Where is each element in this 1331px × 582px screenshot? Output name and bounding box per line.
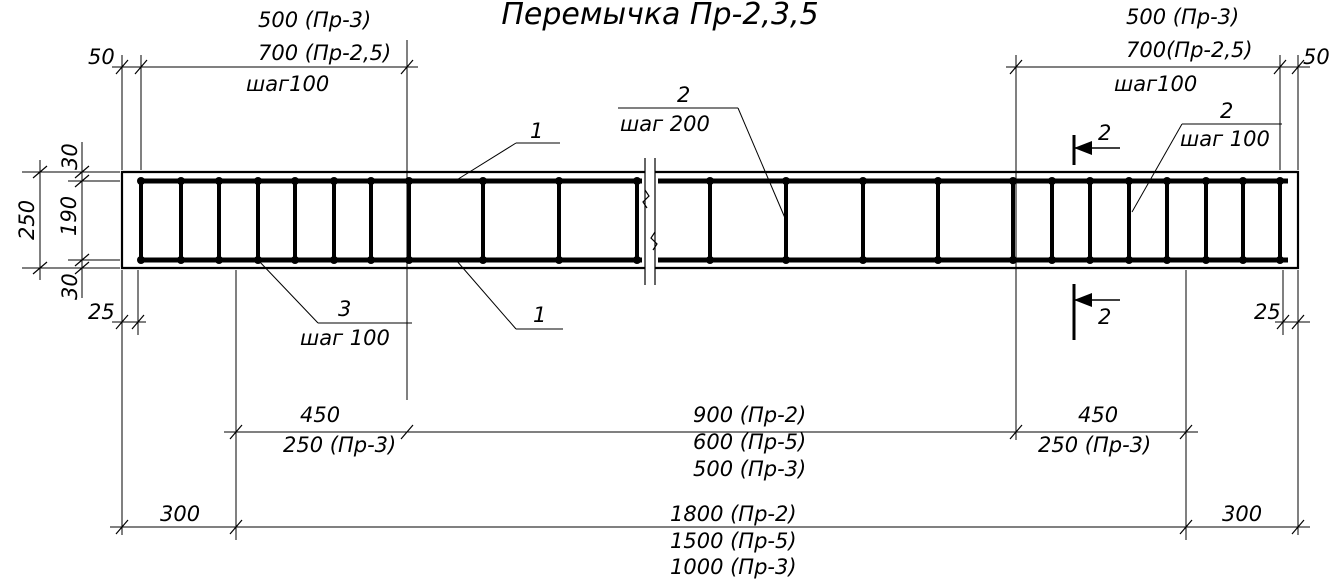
mid-right-a: 450 xyxy=(1078,403,1118,427)
stirrup-end-dot xyxy=(782,177,790,185)
left-dim-25: 25 xyxy=(88,300,115,324)
top-right-line2: 700(Пр-2,5) xyxy=(1126,38,1253,62)
bottom-center-c: 1000 (Пр-3) xyxy=(670,555,797,579)
side-25-dimensions: 25 25 xyxy=(88,270,1310,535)
stirrup-end-dot xyxy=(1086,256,1094,264)
beam-outline xyxy=(120,158,1300,285)
stirrup-end-dot xyxy=(555,256,563,264)
stirrup-end-dot xyxy=(633,177,641,185)
middle-dimension-line: 450 250 (Пр-3) 900 (Пр-2) 600 (Пр-5) 500… xyxy=(224,270,1198,540)
stirrup-end-dot xyxy=(1125,256,1133,264)
longitudinal-bars xyxy=(138,178,1288,263)
callout-2-middle-step: шаг 200 xyxy=(620,112,710,136)
stirrup-end-dot xyxy=(1202,256,1210,264)
stirrup-end-dot xyxy=(1009,256,1017,264)
stirrup-end-dot xyxy=(934,256,942,264)
stirrup-end-dot xyxy=(706,177,714,185)
stirrup-end-dot xyxy=(291,177,299,185)
top-right-line1: 500 (Пр-3) xyxy=(1126,5,1239,29)
mid-left-b: 250 (Пр-3) xyxy=(283,433,396,457)
stirrup-end-dot xyxy=(1086,177,1094,185)
callout-3-step: шаг 100 xyxy=(300,326,390,350)
stirrup-end-dot xyxy=(137,177,145,185)
callout-2-middle: 2 шаг 200 xyxy=(618,83,786,219)
stirrup-end-dot xyxy=(1239,177,1247,185)
left-vertical-dimensions: 30 250 190 30 xyxy=(15,142,120,300)
stirrup-end-dot xyxy=(1163,177,1171,185)
stirrup-end-dot xyxy=(1239,256,1247,264)
section-label-bottom: 2 xyxy=(1098,305,1111,329)
stirrups xyxy=(137,177,1284,264)
left-dim-30-top: 30 xyxy=(58,143,82,170)
stirrup-end-dot xyxy=(367,256,375,264)
stirrup-end-dot xyxy=(1125,177,1133,185)
bottom-left-300: 300 xyxy=(160,502,200,526)
top-right-dimension: 50 500 (Пр-3) 700(Пр-2,5) шаг100 xyxy=(1006,5,1330,440)
stirrup-end-dot xyxy=(1276,177,1284,185)
section-label-top: 2 xyxy=(1098,121,1111,145)
section-mark: 2 2 xyxy=(1072,121,1120,340)
callout-2-middle-num: 2 xyxy=(677,83,690,107)
stirrup-end-dot xyxy=(405,256,413,264)
mid-right-b: 250 (Пр-3) xyxy=(1038,433,1151,457)
stirrup-end-dot xyxy=(177,177,185,185)
mid-center-a: 900 (Пр-2) xyxy=(693,403,806,427)
right-dim-25: 25 xyxy=(1254,300,1281,324)
stirrup-end-dot xyxy=(330,177,338,185)
stirrup-end-dot xyxy=(215,177,223,185)
left-dim-30-bottom: 30 xyxy=(58,273,82,300)
left-dim-190: 190 xyxy=(57,196,81,236)
stirrup-end-dot xyxy=(254,177,262,185)
stirrup-end-dot xyxy=(330,256,338,264)
stirrup-end-dot xyxy=(1163,256,1171,264)
stirrup-end-dot xyxy=(1276,256,1284,264)
mid-center-c: 500 (Пр-3) xyxy=(693,457,806,481)
stirrup-end-dot xyxy=(177,256,185,264)
top-left-line1: 500 (Пр-3) xyxy=(258,8,371,32)
stirrup-end-dot xyxy=(934,177,942,185)
stirrup-end-dot xyxy=(859,177,867,185)
stirrup-end-dot xyxy=(405,177,413,185)
bottom-right-300: 300 xyxy=(1222,502,1262,526)
mid-center-b: 600 (Пр-5) xyxy=(693,430,806,454)
stirrup-end-dot xyxy=(555,177,563,185)
callout-3: 3 шаг 100 xyxy=(257,259,412,350)
callout-2-right-num: 2 xyxy=(1220,99,1233,123)
callout-1-top-label: 1 xyxy=(530,119,543,143)
bottom-center-a: 1800 (Пр-2) xyxy=(670,502,797,526)
top-left-dimension: 50 500 (Пр-3) 700 (Пр-2,5) шаг100 xyxy=(88,8,418,400)
top-left-line3: шаг100 xyxy=(246,72,329,96)
callout-2-right: 2 шаг 100 xyxy=(1131,99,1282,213)
stirrup-end-dot xyxy=(782,256,790,264)
top-right-50: 50 xyxy=(1303,45,1330,69)
bottom-center-b: 1500 (Пр-5) xyxy=(670,529,797,553)
stirrup-end-dot xyxy=(706,256,714,264)
stirrup-end-dot xyxy=(479,256,487,264)
callout-1-top: 1 xyxy=(454,119,560,182)
stirrup-end-dot xyxy=(1048,177,1056,185)
top-left-50: 50 xyxy=(88,45,115,69)
top-right-line3: шаг100 xyxy=(1114,72,1197,96)
stirrup-end-dot xyxy=(215,256,223,264)
drawing-title: Перемычка Пр-2,3,5 xyxy=(501,0,818,32)
callout-1-bottom-label: 1 xyxy=(533,303,546,327)
callout-2-right-step: шаг 100 xyxy=(1180,127,1270,151)
stirrup-end-dot xyxy=(479,177,487,185)
stirrup-end-dot xyxy=(291,256,299,264)
bottom-dimension-line: 300 300 1800 (Пр-2) 1500 (Пр-5) 1000 (Пр… xyxy=(110,502,1310,579)
mid-left-a: 450 xyxy=(300,403,340,427)
left-dim-250: 250 xyxy=(15,200,39,240)
stirrup-end-dot xyxy=(137,256,145,264)
stirrup-end-dot xyxy=(1202,177,1210,185)
callout-3-num: 3 xyxy=(338,297,351,321)
stirrup-end-dot xyxy=(1048,256,1056,264)
stirrup-end-dot xyxy=(633,256,641,264)
callout-1-bottom: 1 xyxy=(455,259,563,330)
stirrup-end-dot xyxy=(367,177,375,185)
stirrup-end-dot xyxy=(1009,177,1017,185)
stirrup-end-dot xyxy=(859,256,867,264)
top-left-line2: 700 (Пр-2,5) xyxy=(258,41,391,65)
